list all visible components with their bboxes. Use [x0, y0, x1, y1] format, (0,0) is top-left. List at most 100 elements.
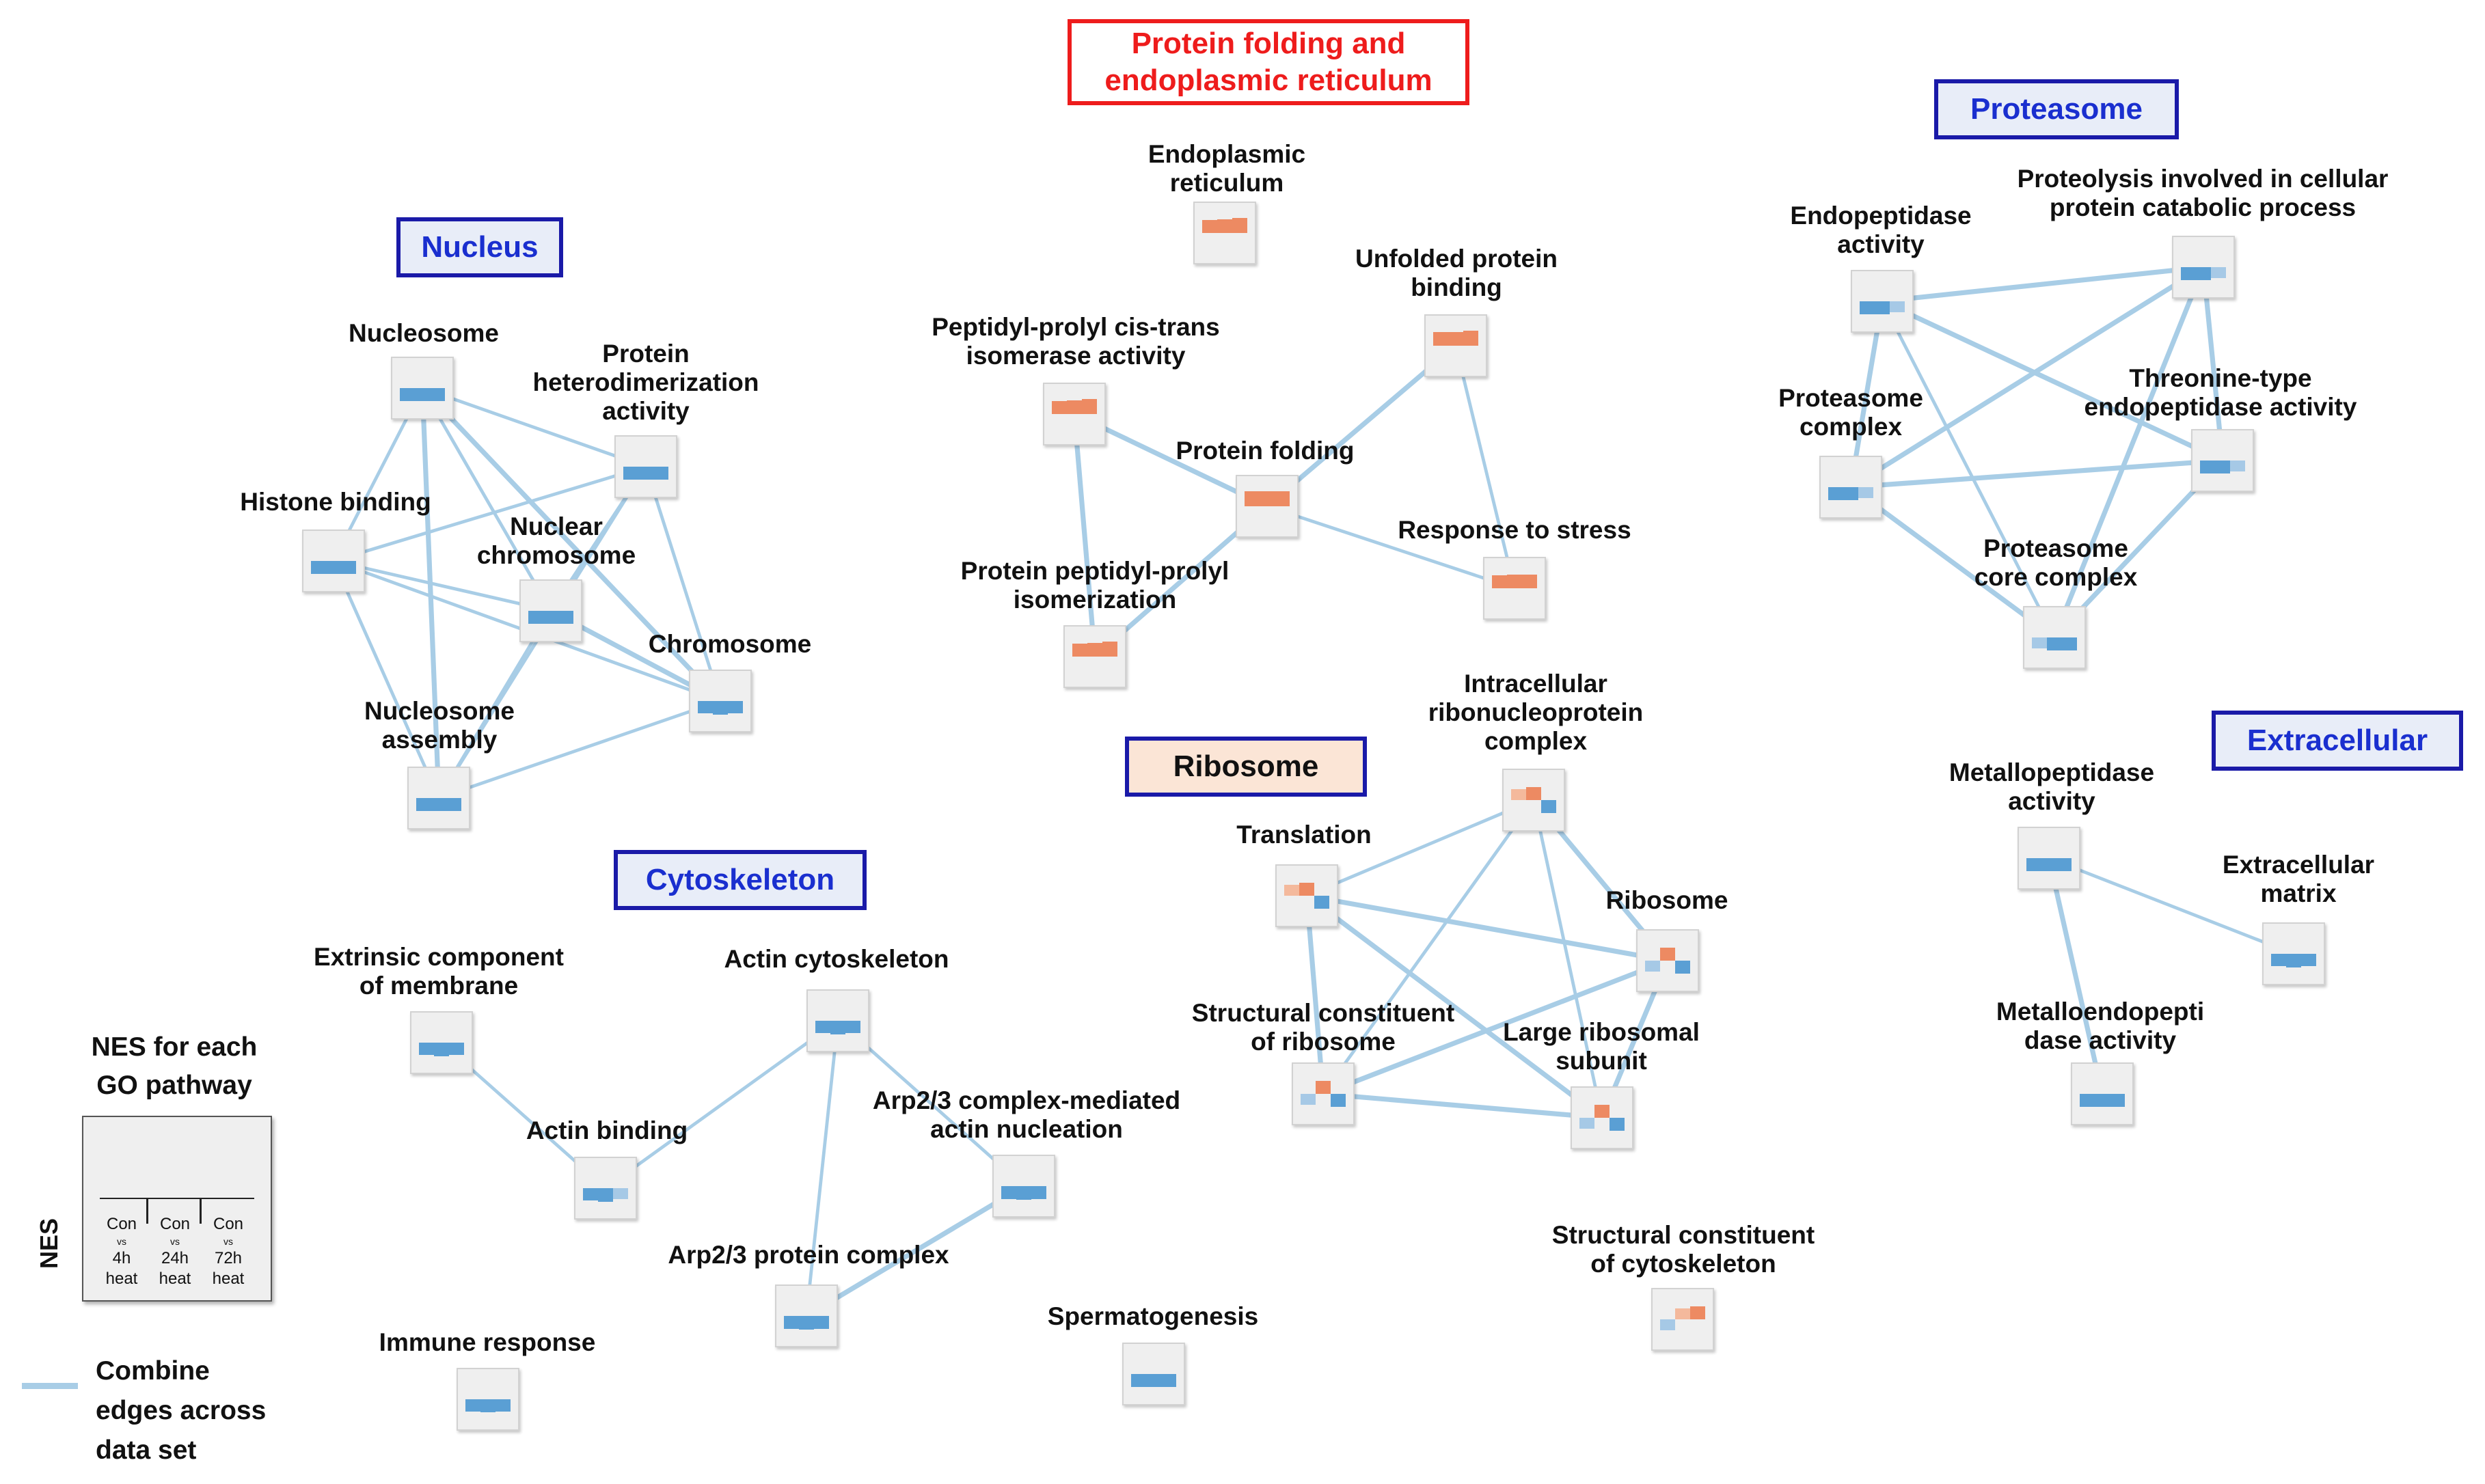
- network-edge: [1304, 895, 1326, 1095]
- nes-bar: [815, 1021, 830, 1033]
- node-response-to-stress[interactable]: [1483, 557, 1546, 620]
- nes-bar: [2095, 1094, 2110, 1108]
- legend-column-label: Con: [159, 1215, 191, 1233]
- nes-bar: [713, 701, 728, 715]
- nes-bar: [1660, 1319, 1675, 1330]
- nes-bar: [814, 1316, 829, 1330]
- label-proteolysis: Proteolysis involved in cellular protein…: [2017, 165, 2389, 221]
- label-threonine-type: Threonine-type endopeptidase activity: [2084, 364, 2357, 421]
- legend-column-heat: heat: [105, 1269, 138, 1288]
- node-protein-folding[interactable]: [1236, 475, 1299, 538]
- nes-bar: [1645, 961, 1660, 972]
- node-actin-binding[interactable]: [574, 1157, 637, 1220]
- node-histone-binding[interactable]: [302, 530, 365, 592]
- node-unfolded-protein-binding[interactable]: [1424, 314, 1487, 377]
- node-large-ribosomal-subunit[interactable]: [1571, 1086, 1633, 1149]
- legend-separator: [146, 1198, 148, 1224]
- network-edge: [1322, 799, 1535, 1095]
- nes-bar: [1072, 643, 1087, 657]
- node-endopeptidase-activity[interactable]: [1851, 270, 1914, 333]
- network-edge: [1882, 264, 2204, 304]
- nes-bar: [2041, 858, 2056, 872]
- network-edge: [1850, 458, 2223, 490]
- label-chromosome: Chromosome: [648, 630, 812, 658]
- nes-bar: [1541, 800, 1556, 814]
- node-endoplasmic-reticulum[interactable]: [1193, 202, 1256, 264]
- node-immune-response[interactable]: [457, 1368, 519, 1431]
- nes-bar: [2286, 954, 2301, 968]
- node-threonine-type[interactable]: [2191, 429, 2254, 492]
- nes-bar: [430, 388, 445, 402]
- cluster-nucleus: Nucleus: [396, 217, 563, 277]
- legend-column-heat: heat: [212, 1269, 245, 1288]
- node-proteolysis[interactable]: [2172, 236, 2235, 299]
- label-actin-cytoskeleton: Actin cytoskeleton: [724, 945, 949, 973]
- network-edge: [1072, 413, 1098, 657]
- legend-column-vs: vs: [170, 1236, 180, 1247]
- network-edge: [805, 1183, 1025, 1319]
- node-arp23-protein-complex[interactable]: [775, 1284, 838, 1347]
- node-arp23-nucleation[interactable]: [992, 1155, 1055, 1218]
- node-ribosome[interactable]: [1636, 929, 1699, 992]
- node-nucleosome-assembly[interactable]: [407, 767, 470, 829]
- network-edge: [1073, 411, 1268, 509]
- network-edge: [1322, 958, 1669, 1097]
- network-edge: [1322, 1091, 1603, 1121]
- node-structural-constituent-cytoskeleton[interactable]: [1651, 1288, 1714, 1351]
- legend-column-time: 72h: [214, 1249, 243, 1267]
- node-actin-cytoskeleton[interactable]: [806, 989, 869, 1052]
- legend-title: NES for each GO pathway: [91, 1032, 258, 1100]
- label-ribosome: Ribosome: [1605, 886, 1728, 914]
- nes-bar: [1082, 399, 1097, 414]
- nes-bar: [623, 467, 638, 480]
- node-chromosome[interactable]: [689, 670, 752, 732]
- nes-bar: [1052, 400, 1067, 414]
- legend-separator: [200, 1198, 202, 1224]
- network-edge: [420, 387, 553, 612]
- node-nucleosome[interactable]: [391, 357, 454, 420]
- legend-baseline: [100, 1198, 254, 1199]
- network-edge: [1532, 799, 1604, 1118]
- nes-bar: [2196, 267, 2211, 281]
- node-peptidyl-prolyl-activity[interactable]: [1043, 383, 1106, 445]
- label-histone-binding: Histone binding: [240, 488, 431, 516]
- network-edge: [438, 699, 721, 800]
- node-protein-heterodimerization[interactable]: [614, 435, 677, 498]
- nes-bar: [1890, 301, 1905, 312]
- label-extrinsic-component: Extrinsic component of membrane: [314, 943, 564, 1000]
- node-metalloendopeptidase-activity[interactable]: [2071, 1062, 2134, 1125]
- node-intracellular-rnp[interactable]: [1502, 769, 1565, 832]
- node-protein-peptidyl-prolyl-isomerization[interactable]: [1063, 625, 1126, 688]
- nes-bar: [1001, 1186, 1016, 1200]
- nes-bar: [1284, 885, 1299, 896]
- node-metallopeptidase-activity[interactable]: [2018, 827, 2080, 890]
- node-nuclear-chromosome[interactable]: [519, 579, 582, 642]
- network-edge: [422, 386, 647, 469]
- network-edge: [1880, 300, 2056, 639]
- node-proteasome-complex[interactable]: [1819, 456, 1882, 519]
- nes-bar: [543, 611, 558, 624]
- nes-bar: [465, 1399, 480, 1412]
- label-arp23-protein-complex: Arp2/3 protein complex: [668, 1241, 949, 1269]
- label-protein-peptidyl-prolyl-isomerization: Protein peptidyl-prolyl isomerization: [960, 557, 1230, 614]
- network-edge: [1266, 504, 1515, 590]
- network-edge: [1454, 345, 1517, 589]
- nes-bar: [784, 1316, 799, 1330]
- network-edge: [1849, 264, 2205, 490]
- nes-bar: [1260, 491, 1275, 506]
- node-structural-constituent-ribosome[interactable]: [1292, 1062, 1355, 1125]
- legend-box: Con vs 4h heat Con vs 24h heat Con vs 72…: [82, 1116, 272, 1302]
- node-extrinsic-component[interactable]: [410, 1011, 473, 1074]
- nes-bar: [2181, 267, 2196, 281]
- node-translation[interactable]: [1275, 864, 1338, 927]
- network-edge: [644, 466, 722, 702]
- nes-bar: [698, 701, 713, 713]
- node-proteasome-core-complex[interactable]: [2023, 606, 2086, 669]
- node-spermatogenesis[interactable]: [1122, 1343, 1185, 1405]
- node-extracellular-matrix[interactable]: [2262, 922, 2325, 985]
- nes-bar: [2230, 461, 2245, 471]
- label-proteasome-core-complex: Proteasome core complex: [1974, 534, 2138, 591]
- legend-column-72h: Con vs 72h heat: [201, 1214, 256, 1289]
- label-translation: Translation: [1236, 821, 1372, 849]
- label-response-to-stress: Response to stress: [1398, 516, 1631, 544]
